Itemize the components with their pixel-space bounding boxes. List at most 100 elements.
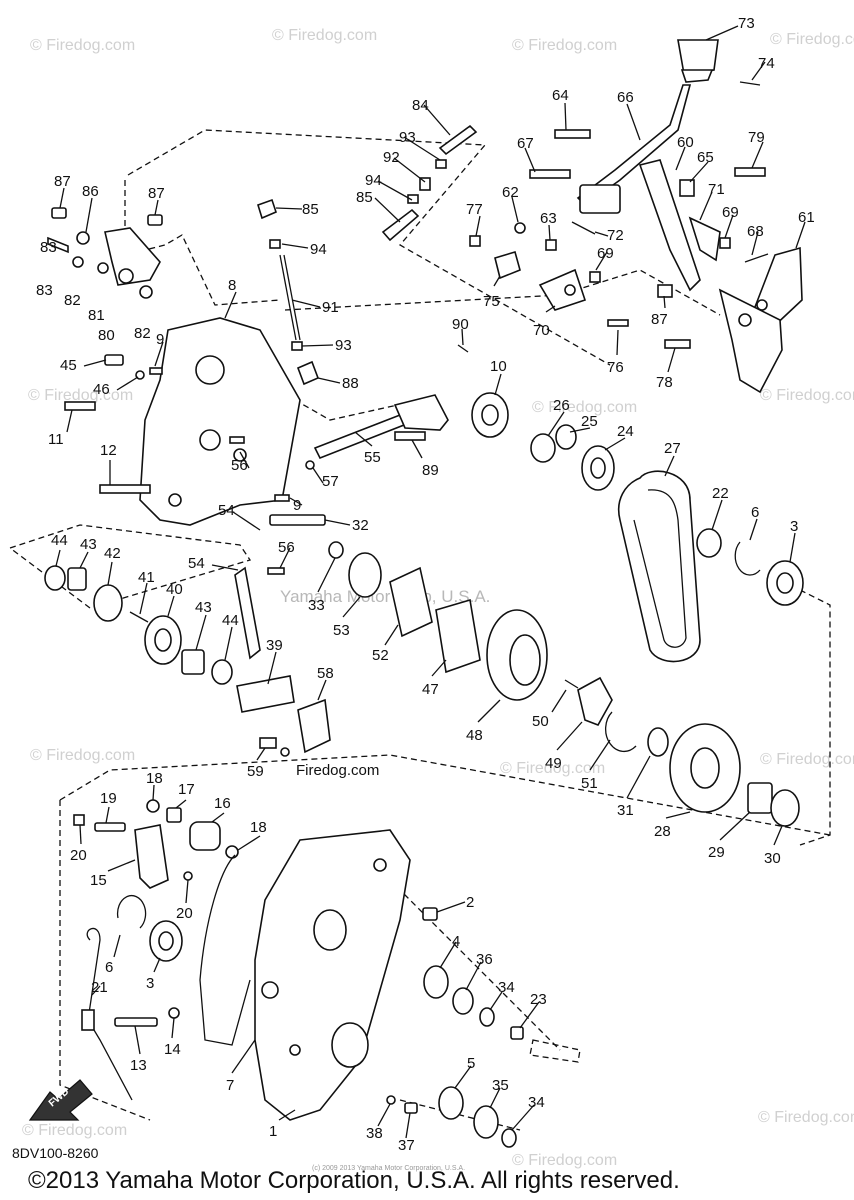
- callout-83b: 83: [36, 282, 53, 299]
- bearing-3-bore: [776, 572, 794, 594]
- bolt-89: [394, 431, 426, 441]
- cover-boss: [199, 429, 221, 451]
- rod-91: [279, 254, 297, 341]
- callout-82a: 82: [64, 292, 81, 309]
- watermark-firedog: Firedog.com: [296, 762, 379, 779]
- callout-87a: 87: [651, 311, 668, 328]
- callout-26: 26: [553, 397, 570, 414]
- rod-92: [419, 177, 431, 191]
- callout-88: 88: [342, 375, 359, 392]
- callout-83: 83: [40, 239, 57, 256]
- pin-56: [229, 436, 245, 444]
- callout-58: 58: [317, 665, 334, 682]
- nut-20: [73, 814, 85, 826]
- callout-80: 80: [98, 327, 115, 344]
- watermark: © Firedog.com: [760, 751, 854, 768]
- bolt-76: [607, 319, 629, 327]
- callout-71: 71: [708, 181, 725, 198]
- callout-labels: 73 74 64 66 67 60 65 79 71 69 61 68 72 6…: [36, 15, 815, 1154]
- callout-23: 23: [530, 991, 547, 1008]
- callout-89: 89: [422, 462, 439, 479]
- callout-36: 36: [476, 951, 493, 968]
- housing-boss: [261, 981, 279, 999]
- knob-73: [677, 39, 719, 75]
- washer-82: [139, 285, 153, 299]
- callout-13: 13: [130, 1057, 147, 1074]
- watermark: © Firedog.com: [30, 747, 135, 764]
- washer-44: [211, 659, 233, 685]
- drawing-code: 8DV100-8260: [12, 1145, 99, 1161]
- bolt-83: [47, 236, 69, 254]
- sprocket-48-hub: [509, 634, 541, 686]
- callout-12: 12: [100, 442, 117, 459]
- callout-15: 15: [90, 872, 107, 889]
- callout-3a: 3: [790, 518, 798, 535]
- nut-87: [51, 207, 67, 219]
- callout-11: 11: [48, 431, 64, 448]
- nut-20: [183, 871, 193, 881]
- shift-arm: [393, 394, 449, 431]
- housing-boss: [289, 1044, 301, 1056]
- callout-18b: 18: [250, 819, 267, 836]
- upper-bracket-group: [47, 207, 163, 299]
- callout-49: 49: [545, 755, 562, 772]
- small-copyright: (c) 2009 2013 Yamaha Motor Corporation, …: [312, 1165, 465, 1172]
- callout-52: 52: [372, 647, 389, 664]
- chaincase-cover-8: [139, 317, 301, 526]
- watermark-center: Yamaha Motor Corp, U.S.A.: [280, 587, 490, 606]
- gasket-7: [199, 854, 251, 1046]
- callout-70: 70: [533, 322, 550, 339]
- shift-lever-assembly: [469, 39, 803, 394]
- callout-60: 60: [677, 134, 694, 151]
- callout-1: 1: [269, 1123, 277, 1140]
- bearing-10-bore: [481, 404, 499, 426]
- chaincase-cover-group: [64, 317, 326, 526]
- main-shaft-group: [328, 541, 800, 827]
- bracket-hole: [756, 299, 768, 311]
- shaft-outline: [529, 1039, 581, 1063]
- collar-81: [97, 262, 109, 274]
- housing-bore: [313, 909, 347, 951]
- callout-62: 62: [502, 184, 519, 201]
- callout-55: 55: [364, 449, 381, 466]
- bolt-78: [664, 339, 691, 349]
- lever-base: [579, 184, 621, 214]
- bolt-12: [99, 484, 151, 494]
- watermark: © Firedog.com: [512, 37, 617, 54]
- bolt-50: [564, 679, 579, 689]
- callout-76: 76: [607, 359, 624, 376]
- watermark-layer: © Firedog.com © Firedog.com © Firedog.co…: [22, 27, 854, 1169]
- callout-35: 35: [492, 1077, 509, 1094]
- callout-51: 51: [581, 775, 598, 792]
- nut-93: [435, 159, 447, 169]
- damper-49: [577, 676, 613, 726]
- bearing-43: [67, 567, 87, 591]
- watermark: © Firedog.com: [512, 1152, 617, 1169]
- callout-42: 42: [104, 545, 121, 562]
- callout-8: 8: [228, 277, 236, 294]
- plate-71: [688, 216, 721, 262]
- callout-2: 2: [466, 894, 474, 911]
- callout-3b: 3: [146, 975, 154, 992]
- callout-57: 57: [322, 473, 339, 490]
- secondary-gear-group: [44, 565, 331, 757]
- cover-boss: [168, 493, 182, 507]
- key-41: [129, 611, 149, 623]
- shaft-39: [236, 675, 295, 713]
- callout-24: 24: [617, 423, 634, 440]
- callout-29: 29: [708, 844, 725, 861]
- callout-43b: 43: [195, 599, 212, 616]
- callout-64: 64: [552, 87, 569, 104]
- callout-92: 92: [383, 149, 400, 166]
- nut-94: [407, 194, 419, 204]
- gear-40-bore: [154, 628, 172, 652]
- callout-40: 40: [166, 581, 183, 598]
- washer-86: [76, 231, 90, 245]
- callout-33: 33: [308, 597, 325, 614]
- callout-69b: 69: [597, 245, 614, 262]
- washer-57: [305, 460, 315, 470]
- watermark: © Firedog.com: [532, 399, 637, 416]
- callout-14: 14: [164, 1041, 181, 1058]
- pin-74: [739, 81, 761, 86]
- washer-14: [168, 1007, 180, 1019]
